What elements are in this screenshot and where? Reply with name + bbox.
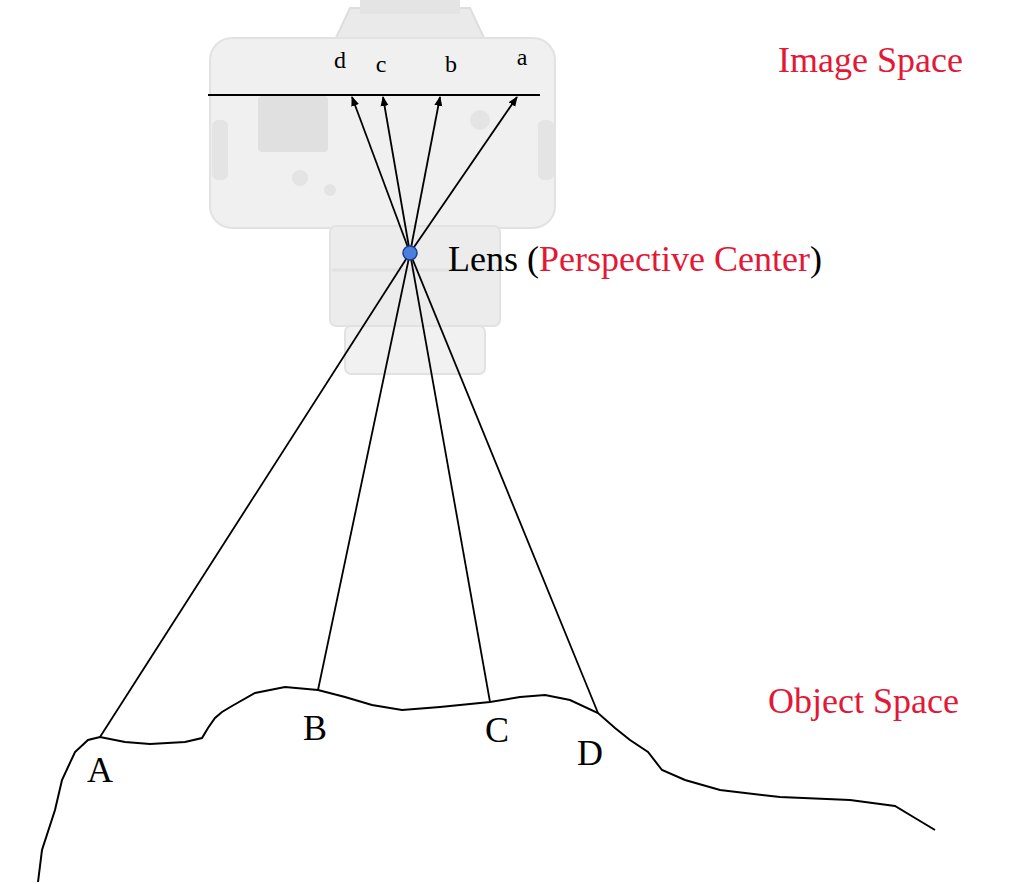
lens-text: Lens (: [448, 241, 539, 277]
image-point-label: d: [334, 48, 346, 72]
space-label: Image Space: [778, 42, 963, 78]
object-point-label: A: [87, 752, 113, 788]
object-point-label: B: [303, 710, 327, 746]
object-point-label: C: [485, 712, 509, 748]
camera-illustration: [210, 0, 555, 374]
lens-label: Lens (Perspective Center): [448, 241, 822, 277]
image-plane: [208, 94, 540, 96]
perspective-center-dot: [403, 246, 417, 260]
image-point-label: a: [517, 45, 528, 69]
perspective-center-text: Perspective Center: [539, 241, 810, 277]
object-point-label: D: [577, 735, 603, 771]
object-rays: [100, 253, 598, 737]
image-point-label: c: [376, 52, 387, 76]
image-rays: [352, 97, 517, 253]
image-point-label: b: [445, 52, 457, 76]
space-label: Object Space: [768, 683, 959, 719]
lens-text: ): [810, 241, 822, 277]
